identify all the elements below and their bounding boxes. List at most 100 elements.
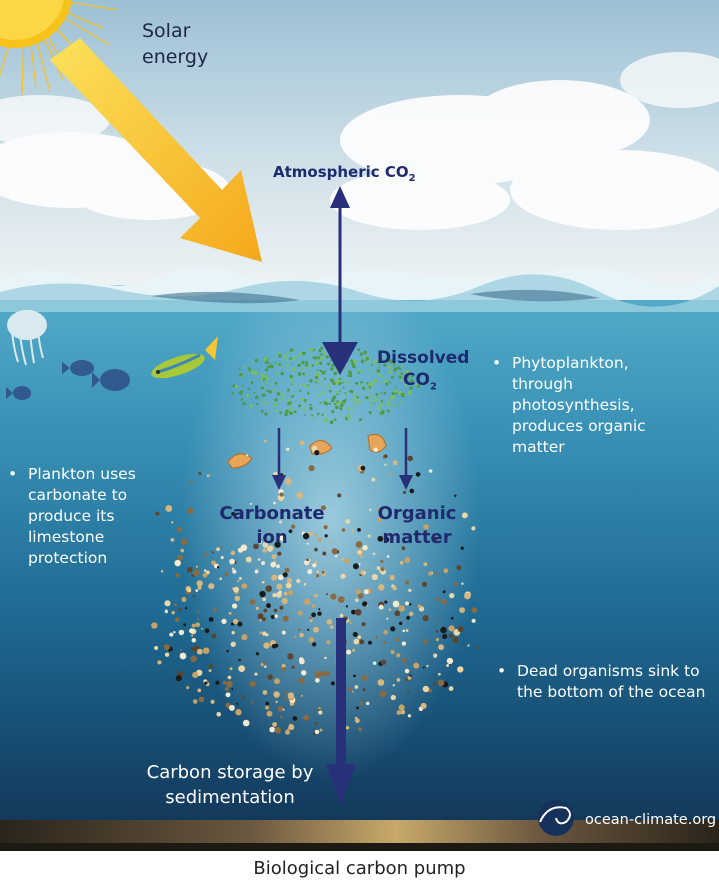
sediment-particle [178,629,185,636]
sediment-particle [272,592,277,598]
sediment-particle [404,557,411,564]
phytoplankton-speck [353,359,357,364]
phytoplankton-speck [330,398,335,403]
sediment-particle [357,727,363,732]
surface-waves [0,266,719,312]
sediment-particle [314,722,318,725]
sediment-particle [365,701,370,706]
sediment-particle [383,536,390,543]
phytoplankton-speck [347,413,350,416]
sediment-particle [366,604,369,607]
dissolved-co2-line1: Dissolved [377,348,470,368]
phytoplankton-speck [329,420,334,425]
phytoplankton-speck [264,412,268,416]
sediment-particle [314,593,318,598]
sediment-particle [230,641,236,647]
phytoplankton-speck [293,401,295,404]
sediment-particle [279,534,287,542]
sediment-particle [262,631,267,636]
sediment-particle [352,648,356,652]
phytoplankton-speck [243,365,246,368]
phytoplankton-speck [381,413,384,416]
sediment-particle [354,608,362,616]
sediment-particle [274,614,278,618]
phytoplankton-speck [391,375,394,379]
sediment-particle [404,580,410,585]
sediment-particle [454,494,457,497]
ocean-climate-logo-text[interactable]: ocean-climate.org [585,812,717,828]
sediment-particle [211,560,216,566]
phytoplankton-speck [299,351,303,355]
phytoplankton-speck [289,407,293,411]
phytoplankton-speck [325,402,329,406]
phytoplankton-speck [309,406,313,411]
phytoplankton-speck [405,383,408,387]
sediment-particle [459,607,465,613]
sunbeam-arrow [50,38,262,262]
sediment-particle [307,628,310,631]
sediment-particle [278,590,282,594]
sediment-particle [208,669,212,673]
phytoplankton-speck [270,383,273,386]
sediment-particle [378,604,384,610]
sediment-particle [179,649,183,652]
phytoplankton-speck [309,379,313,383]
sediment-particle [457,626,464,633]
sediment-particle [422,615,429,622]
phytoplankton-speck [265,368,269,372]
sediment-particle [296,578,301,584]
sediment-particle [380,659,387,665]
sediment-particle [164,652,170,657]
sediment-particle [160,570,164,573]
sediment-particle [278,520,283,524]
organic-arrow [399,428,413,490]
sediment-particle [306,510,309,514]
phytoplankton-speck [315,376,319,380]
sediment-particle [401,546,406,550]
sediment-particle [297,610,303,616]
sediment-particle [200,627,204,630]
sediment-particle [355,589,361,595]
phytoplankton-speck [279,411,282,415]
sediment-particle [303,582,307,586]
sediment-particle [260,662,264,667]
sediment-particle [263,608,268,613]
sediment-particle [288,724,295,731]
sediment-particle [369,508,372,512]
sediment-particle [345,518,351,524]
wave-logo-icon [538,800,574,836]
sediment-particle [294,635,297,638]
sediment-particle [406,616,410,620]
sediment-particle [326,640,331,645]
sediment-particle [271,554,277,560]
phytoplankton-speck [275,372,279,375]
sediment-particle [395,638,400,642]
sediment-particle [231,567,235,570]
sediment-particle [176,526,183,533]
sediment-particle [300,694,303,697]
sediment-particle [351,690,354,693]
sediment-particle [262,597,267,602]
sediment-particle [196,617,199,620]
phytoplankton-speck [369,402,372,406]
sediment-particle [314,671,322,678]
phytoplankton-speck [344,392,347,394]
phytoplankton-speck [331,363,335,367]
phytoplankton-speck [297,363,301,368]
sediment-particle [323,525,328,530]
sediment-particle [309,617,312,620]
sediment-particle [388,608,392,611]
sediment-particle [281,667,286,672]
sediment-particle [288,529,293,534]
sediment-particle [241,634,248,641]
sediment-particle [226,649,229,653]
sediment-particle [189,481,193,485]
phytoplankton-speck [256,403,259,406]
phytoplankton-speck [368,367,371,370]
sediment-particle [206,474,210,478]
sediment-particle [296,492,304,499]
sediment-particle [267,674,273,680]
sediment-particle [440,626,447,634]
phytoplankton-speck [388,359,393,364]
